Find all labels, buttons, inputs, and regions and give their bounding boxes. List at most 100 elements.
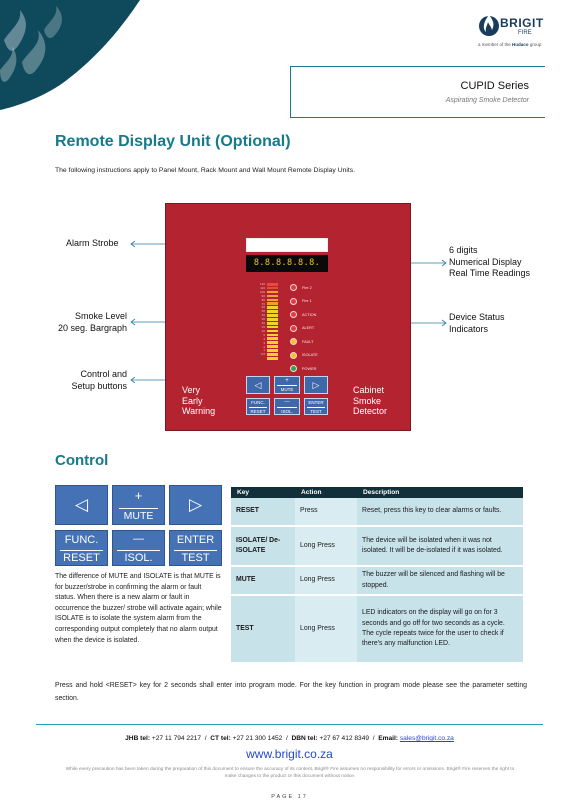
bargraph-tick-label: 110 bbox=[260, 285, 265, 290]
panel-enter-test-button[interactable]: ENTER TEST bbox=[304, 398, 328, 415]
panel-left-line-3: Warning bbox=[182, 406, 216, 416]
panel-left-button[interactable]: ◁ bbox=[246, 376, 270, 394]
bargraph-segment bbox=[267, 306, 278, 309]
callout-digits-line-3: Real Time Readings bbox=[449, 268, 531, 278]
bargraph-segment bbox=[267, 353, 278, 356]
bargraph-segment bbox=[267, 333, 278, 337]
panel-minus-isol-button[interactable]: — ISOL. bbox=[274, 398, 300, 415]
email-link[interactable]: sales@brigit.co.za bbox=[399, 735, 454, 742]
table-cell-description: The device will be isolated when it was … bbox=[357, 526, 523, 567]
callout-smoke-level-line-1: Smoke Level bbox=[74, 311, 127, 321]
status-led-label: ACTION bbox=[302, 312, 317, 317]
table-header-action: Action bbox=[295, 487, 357, 498]
panel-right-text: Cabinet Smoke Detector bbox=[353, 385, 387, 417]
bargraph-segment bbox=[267, 302, 278, 306]
logo-sub: FIRE bbox=[518, 30, 532, 36]
bargraph-tick-label: 2 bbox=[263, 344, 265, 349]
section-title-remote: Remote Display Unit (Optional) bbox=[55, 133, 291, 150]
program-mode-note: Press and hold <RESET> key for 2 seconds… bbox=[55, 682, 527, 702]
dbn-phone: +27 67 412 8349 bbox=[319, 735, 370, 742]
bargraph-segment bbox=[267, 310, 278, 313]
series-header-box: CUPID Series Aspirating Smoke Detector bbox=[290, 66, 545, 118]
callout-status-line-1: Device Status bbox=[449, 312, 505, 322]
key-mute-label: MUTE bbox=[119, 508, 158, 522]
bargraph-segment bbox=[267, 337, 278, 341]
panel-left-text: Very Early Warning bbox=[182, 385, 215, 417]
series-subtitle: Aspirating Smoke Detector bbox=[445, 97, 529, 104]
key-enter-test-button[interactable]: ENTER TEST bbox=[169, 530, 222, 566]
table-row: ISOLATE/ De-ISOLATE Long Press The devic… bbox=[231, 526, 523, 567]
panel-func-reset-button[interactable]: FUNC. RESET bbox=[246, 398, 270, 415]
bargraph-segment bbox=[267, 318, 278, 321]
callout-digits: 6 digits Numerical Display Real Time Rea… bbox=[449, 245, 530, 280]
key-plus-label: + bbox=[134, 488, 143, 503]
status-led-label: Fire 1 bbox=[302, 299, 312, 304]
status-led-label: Fire 2 bbox=[302, 285, 312, 290]
bargraph-tick-label: 4 bbox=[263, 336, 265, 341]
website-link[interactable]: www.brigit.co.za bbox=[246, 747, 333, 761]
mute-isolate-explanation: The difference of MUTE and ISOLATE is th… bbox=[55, 573, 222, 644]
bargraph-segment bbox=[267, 349, 278, 352]
bargraph-segment bbox=[267, 341, 278, 344]
table-cell-key: TEST bbox=[231, 595, 295, 664]
bargraph-tick-label: 90 bbox=[261, 293, 265, 298]
callout-status-line-2: Indicators bbox=[449, 323, 489, 334]
panel-right-line-3: Detector bbox=[353, 406, 388, 416]
series-title: CUPID Series bbox=[460, 80, 529, 92]
table-header-row: Key Action Description bbox=[231, 487, 523, 498]
status-led-label: FAULT bbox=[302, 339, 314, 344]
bargraph-tick-label: 40 bbox=[261, 313, 265, 318]
numeric-display: 8.8.8.8.8.8. bbox=[246, 255, 328, 272]
bargraph-segment bbox=[267, 283, 278, 286]
status-led-row: ALERT bbox=[290, 322, 350, 336]
bargraph-tick-label: 80 bbox=[261, 297, 265, 302]
flame-logo-icon bbox=[479, 15, 499, 36]
status-led-icon bbox=[290, 311, 297, 319]
brigit-logo: BRIGIT FIRE a member of the Hudaco group bbox=[478, 12, 573, 52]
bargraph-tick-label: 30 bbox=[261, 317, 265, 322]
callout-control-line-2: Setup buttons bbox=[71, 380, 127, 391]
bargraph-tick-label: 60 bbox=[261, 305, 265, 310]
bargraph-tick-label: 10 bbox=[261, 328, 265, 333]
key-minus-label: — bbox=[133, 533, 144, 545]
callout-smoke-level: Smoke Level 20 seg. Bargraph bbox=[58, 311, 127, 334]
logo-tagline: a member of the Hudaco group bbox=[478, 42, 541, 47]
key-isol-label: ISOL. bbox=[117, 550, 160, 564]
panel-left-arrow-icon: ◁ bbox=[254, 379, 262, 390]
section-title-control: Control bbox=[55, 452, 109, 469]
table-cell-key: ISOLATE/ De-ISOLATE bbox=[231, 526, 295, 567]
key-function-table: Key Action Description RESET Press Reset… bbox=[231, 487, 523, 664]
key-test-label: TEST bbox=[174, 550, 217, 564]
key-left-button[interactable]: ◁ bbox=[55, 485, 108, 525]
bargraph-segment bbox=[267, 294, 278, 298]
tagline-prefix: a member of the bbox=[478, 42, 511, 47]
panel-func-label: FUNC. bbox=[251, 400, 265, 405]
key-right-arrow-icon: ▷ bbox=[188, 495, 203, 514]
dbn-label: DBN tel: bbox=[291, 735, 318, 742]
key-minus-isol-button[interactable]: — ISOL. bbox=[112, 530, 165, 566]
panel-right-button[interactable]: ▷ bbox=[304, 376, 328, 394]
bargraph-tick-label: 5 bbox=[263, 332, 265, 337]
bargraph-segment bbox=[267, 345, 278, 348]
panel-reset-label: RESET bbox=[249, 407, 267, 414]
bargraph-tick-label: 15 bbox=[261, 324, 265, 329]
key-func-reset-button[interactable]: FUNC. RESET bbox=[55, 530, 108, 566]
tagline-suffix: group bbox=[529, 42, 542, 47]
status-led-row: Fire 2 bbox=[290, 281, 350, 295]
panel-right-line-2: Smoke bbox=[353, 395, 382, 406]
callout-control: Control and Setup buttons bbox=[71, 369, 127, 392]
logo-wordmark: BRIGIT bbox=[500, 16, 544, 30]
key-enter-label: ENTER bbox=[176, 534, 215, 546]
table-cell-action: Long Press bbox=[295, 595, 357, 664]
bargraph-segment bbox=[267, 290, 278, 294]
key-right-button[interactable]: ▷ bbox=[169, 485, 222, 525]
panel-mute-button[interactable]: + MUTE bbox=[274, 376, 300, 394]
key-mute-button[interactable]: + MUTE bbox=[112, 485, 165, 525]
bargraph-tick-label: 0.5 bbox=[260, 352, 265, 357]
status-led-icon bbox=[290, 338, 297, 346]
bargraph-segment bbox=[267, 321, 278, 325]
bargraph-tick-label: 120 bbox=[259, 282, 265, 286]
table-cell-description: Reset, press this key to clear alarms or… bbox=[357, 498, 523, 527]
status-led-icon bbox=[290, 351, 297, 359]
table-cell-description: The buzzer will be silenced and flashing… bbox=[357, 566, 523, 596]
